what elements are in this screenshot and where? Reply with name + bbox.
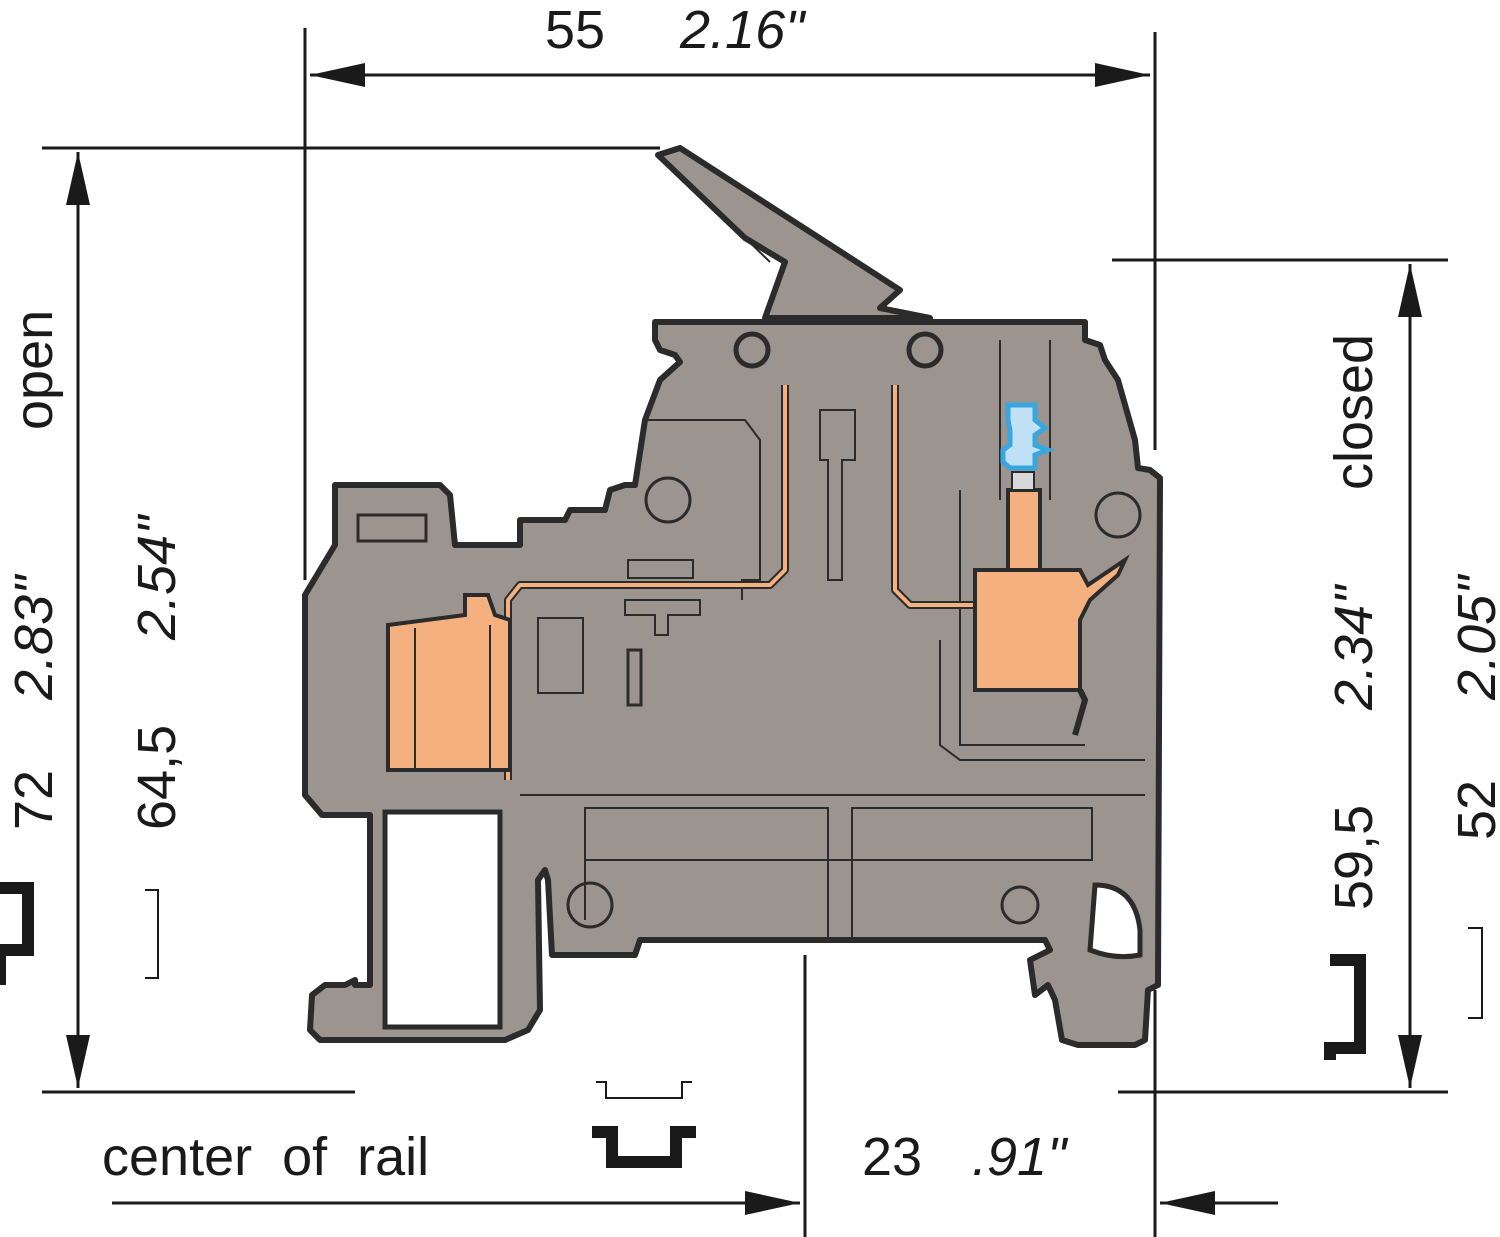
rail-offset-dimension: center of rail 23 .91" <box>102 955 1278 1237</box>
open-height-dimension: open 72 2.83" 64,5 2.54" <box>0 146 660 1094</box>
left-copper-clamp <box>386 593 512 772</box>
fuse-lever <box>655 145 933 321</box>
center-of-rail-label: center of rail <box>102 1127 429 1187</box>
open-label: open <box>4 310 64 430</box>
closed-rail-height-mm-label: 52 <box>1447 780 1500 840</box>
din-rail-small-profile-icon <box>1468 927 1483 1019</box>
rail-offset-in-label: .91" <box>972 1127 1069 1187</box>
open-height-mm-label: 72 <box>4 770 64 830</box>
din-rail-small-profile-icon <box>145 889 159 979</box>
din-rail-profile-icon <box>592 1126 696 1168</box>
rail-clip-opening <box>1087 882 1143 960</box>
open-rail-height-mm-label: 64,5 <box>127 725 187 830</box>
width-mm-label: 55 <box>545 0 605 60</box>
housing-body <box>302 319 1163 1048</box>
open-height-in-label: 2.83" <box>4 573 64 701</box>
width-in-label: 2.16" <box>679 0 807 60</box>
closed-height-mm-label: 59,5 <box>1324 805 1384 910</box>
closed-height-in-label: 2.34" <box>1324 583 1384 711</box>
din-rail-small-profile-icon <box>596 1081 692 1099</box>
closed-height-dimension: closed 59,5 2.34" 52 2.05" <box>1112 258 1500 1094</box>
din-rail-profile-icon <box>0 882 34 985</box>
width-dimension: 55 2.16" <box>303 0 1157 580</box>
screw-hole <box>733 331 771 369</box>
screw-hole <box>906 331 944 369</box>
din-rail-profile-icon <box>1324 954 1366 1060</box>
rail-offset-mm-label: 23 <box>862 1127 922 1187</box>
closed-label: closed <box>1324 334 1384 490</box>
wire-entry-opening <box>382 809 503 1030</box>
closed-rail-height-in-label: 2.05" <box>1447 573 1500 701</box>
right-copper-clamp <box>973 488 1130 736</box>
fuse-element <box>1000 402 1055 491</box>
open-rail-height-in-label: 2.54" <box>127 513 187 641</box>
terminal-block-housing <box>302 145 1163 1048</box>
